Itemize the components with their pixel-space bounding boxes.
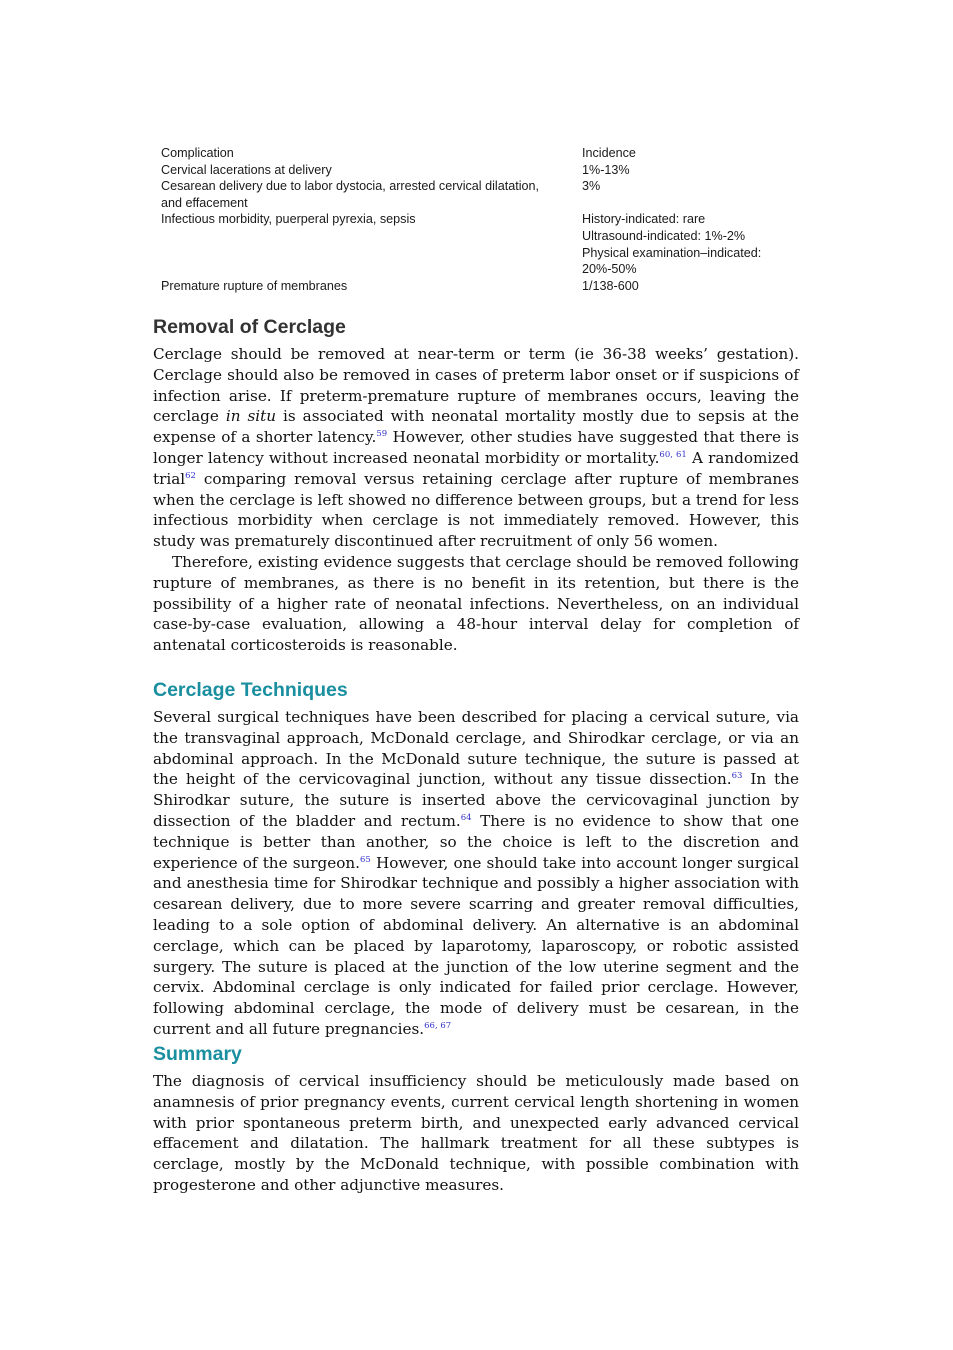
section-heading-removal: Removal of Cerclage [153,316,346,338]
reference-link[interactable]: 66, 67 [424,1020,452,1031]
paragraph: The diagnosis of cervical insufficiency … [153,1072,799,1194]
paragraph: Therefore, existing evidence suggests th… [153,552,799,655]
table-row: Cervical lacerations at delivery 1%-13% [161,162,801,179]
paragraph: Several surgical techniques have been de… [153,708,799,1038]
reference-link[interactable]: 62 [185,470,196,481]
table-cell-complication: Cervical lacerations at delivery [161,162,332,177]
reference-link[interactable]: 65 [360,854,371,865]
table-cell-incidence: 3% [582,179,601,194]
table-cell-incidence: History-indicated: rare Ultrasound-indic… [582,212,762,277]
table-header-incidence: Incidence [582,146,636,160]
table-row: Infectious morbidity, puerperal pyrexia,… [161,211,801,277]
reference-link[interactable]: 63 [731,771,743,782]
reference-link[interactable]: 59 [376,429,388,440]
table-header-complication: Complication [161,146,234,160]
table-cell-incidence: 1/138-600 [582,278,639,293]
table-cell-complication: Infectious morbidity, puerperal pyrexia,… [161,212,416,227]
table-cell-complication: Premature rupture of membranes [161,278,348,293]
section-removal: Removal of Cerclage Cerclage should be r… [153,315,799,656]
section-heading-techniques: Cerclage Techniques [153,679,348,701]
reference-link[interactable]: 64 [460,812,472,823]
paragraph: Cerclage should be removed at near-term … [153,345,800,551]
reference-link[interactable]: 60, 61 [659,449,687,460]
section-techniques: Cerclage Techniques Several surgical tec… [153,678,799,1040]
table-header-row: Complication Incidence [161,145,801,162]
table-cell-incidence: 1%-13% [582,162,630,177]
table-row: Premature rupture of membranes 1/138-600 [161,278,801,295]
section-summary: Summary The diagnosis of cervical insuff… [153,1042,799,1196]
table-cell-complication: Cesarean delivery due to labor dystocia,… [161,179,540,210]
complications-table: Complication Incidence Cervical lacerati… [161,145,801,294]
section-heading-summary: Summary [153,1043,242,1065]
table-row: Cesarean delivery due to labor dystocia,… [161,178,801,211]
